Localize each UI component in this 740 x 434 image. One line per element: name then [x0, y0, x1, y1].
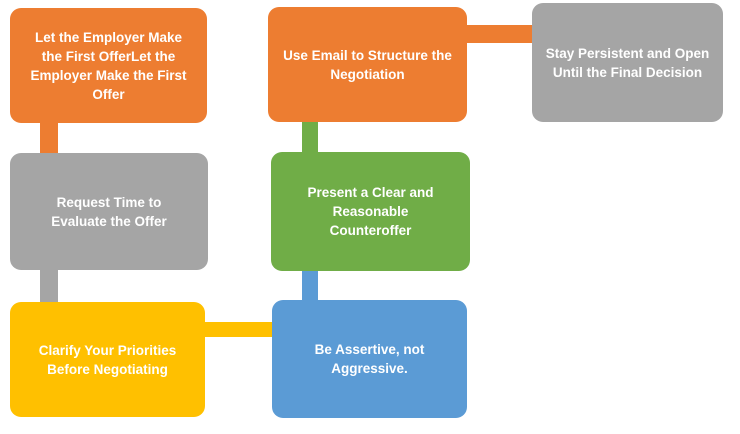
node-label: Stay Persistent and Open Until the Final… [545, 45, 710, 80]
node-label: Let the Employer Make the First OfferLet… [30, 29, 187, 102]
node-label: Clarify Your Priorities Before Negotiati… [38, 342, 177, 377]
node-label: Request Time to Evaluate the Offer [51, 194, 167, 229]
node-clarify-priorities-before-negotiating: Clarify Your Priorities Before Negotiati… [10, 302, 205, 417]
connector-be-assertive-to-present-counteroffer [302, 266, 318, 306]
node-label: Use Email to Structure the Negotiation [283, 47, 452, 82]
connector-request-time-to-clarify-priorities [40, 265, 58, 307]
node-stay-persistent-open: Stay Persistent and Open Until the Final… [532, 3, 723, 122]
connector-let-employer-to-request-time [40, 118, 58, 158]
node-request-time-evaluate-offer: Request Time to Evaluate the Offer [10, 153, 208, 270]
connector-use-email-to-stay-persistent [460, 25, 538, 43]
connector-clarify-priorities-to-be-assertive [200, 322, 278, 337]
connector-present-counteroffer-to-use-email [302, 117, 318, 158]
node-present-clear-counteroffer: Present a Clear and Reasonable Counterof… [271, 152, 470, 271]
node-label: Be Assertive, not Aggressive. [314, 342, 425, 376]
node-use-email-structure-negotiation: Use Email to Structure the Negotiation [268, 7, 467, 122]
node-let-employer-make-first-offer: Let the Employer Make the First OfferLet… [10, 8, 207, 123]
node-label: Present a Clear and Reasonable Counterof… [307, 185, 434, 238]
node-be-assertive-not-aggressive: Be Assertive, not Aggressive. [272, 300, 467, 418]
